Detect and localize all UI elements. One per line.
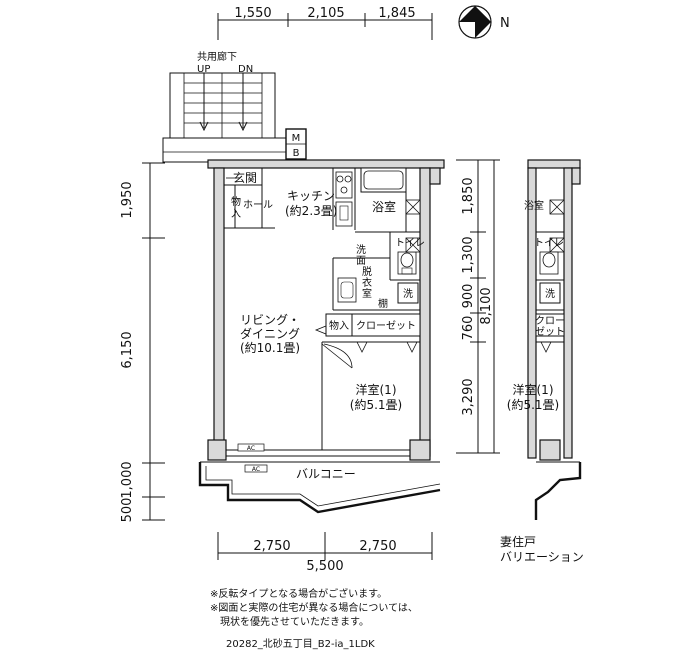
var-closet-label-1: クロー [535,315,565,327]
var-toilet-label: トイレ [534,238,564,249]
dim-top-2: 2,105 [307,6,344,21]
western-label: 洋室(1) [356,382,397,397]
left-dimension: 1,950 6,150 1,000 500 [120,162,165,523]
ac-label-1: AC [247,445,255,452]
mb-label-m: M [292,133,301,144]
living-size: (約10.1畳) [240,340,300,355]
genkan-label: 玄関 [233,170,257,185]
dim-right-3: 900 [461,284,476,309]
var-western-size: (約5.1畳) [507,397,559,412]
balcony: バルコニー [198,461,441,514]
variation-caption-2: バリエーション [500,550,584,564]
dim-bottom-total: 5,500 [306,559,343,574]
unit-walls [207,159,445,461]
ac-units: AC AC [237,443,268,473]
dim-top-3: 1,845 [378,6,415,21]
dim-left-3: 1,000 [120,461,135,498]
storage-label-b: 入 [231,209,241,220]
living-label-1: リビング・ [240,313,300,327]
common-corridor: 共用廊下 UP DN [162,50,289,163]
shelf-label: 棚 [378,297,388,310]
var-bath-label: 浴室 [524,199,544,212]
corridor-label: 共用廊下 [197,50,237,63]
kitchen-label: キッチン [287,189,335,203]
dim-left-2: 6,150 [120,331,135,368]
washroom-label-4: 衣 [362,276,372,289]
western-size: (約5.1畳) [350,397,402,412]
note-3: 現状を優先させていただきます。 [220,615,369,628]
variation-plan: 浴室 トイレ 洗 クロー ゼット 洋室(1) (約5.1畳) 妻住戸 バリエーシ… [500,159,584,564]
dim-left-4: 500 [120,498,135,523]
dim-top-1: 1,550 [234,6,271,21]
kitchen-size: (約2.3畳) [285,203,337,218]
stair-down-label: DN [238,64,253,75]
compass-label: N [500,16,510,31]
room-labels: 玄関 物 入 ホール キッチン (約2.3畳) 浴室 トイレ 洗 面 脱 衣 室… [231,170,425,412]
closet-label: クローゼット [356,320,416,332]
washroom-label-5: 室 [362,287,372,300]
dim-bottom-2: 2,750 [359,539,396,554]
washroom-label-1: 洗 [356,244,366,256]
storage-label: 物入 [329,319,349,332]
mb-label-b: B [293,148,300,159]
arrow-icon [314,325,327,335]
mb-box: M B [285,128,307,160]
dim-right-2: 1,300 [461,236,476,273]
dim-bottom-1: 2,750 [253,539,290,554]
variation-caption-1: 妻住戸 [500,535,536,549]
living-label-2: ダイニング [240,326,300,341]
note-1: ※反転タイプとなる場合がございます。 [210,587,387,600]
compass-icon: N [458,5,510,39]
right-dimension: 1,850 1,300 900 760 3,290 8,100 [456,159,500,454]
dim-right-5: 3,290 [461,378,476,415]
footer-label: 20282_北砂五丁目_B2-ia_1LDK [226,637,375,650]
var-washer-label: 洗 [545,288,555,300]
bottom-dimension: 2,750 2,750 5,500 [217,532,433,574]
var-western-label: 洋室(1) [513,382,554,397]
storage-label-a: 物 [231,195,241,208]
hall-label: ホール [243,199,273,211]
dim-right-4: 760 [461,316,476,341]
dim-right-total: 8,100 [479,287,494,324]
note-2: ※図面と実際の住宅が異なる場合については、 [210,601,418,614]
washer-label: 洗 [403,288,413,300]
ac-label-2: AC [252,466,260,473]
dim-left-1: 1,950 [120,181,135,218]
var-closet-label-2: ゼット [535,326,565,338]
toilet-label: トイレ [395,238,425,249]
balcony-label: バルコニー [296,467,356,481]
stair-up-label: UP [197,64,210,75]
bath-label: 浴室 [372,199,396,214]
washroom-label-3: 脱 [362,265,372,278]
washroom-label-2: 面 [356,256,366,267]
notes: ※反転タイプとなる場合がございます。 ※図面と実際の住宅が異なる場合については、… [210,587,418,650]
dim-right-1: 1,850 [461,177,476,214]
top-dimension: 1,550 2,105 1,845 [217,6,433,40]
